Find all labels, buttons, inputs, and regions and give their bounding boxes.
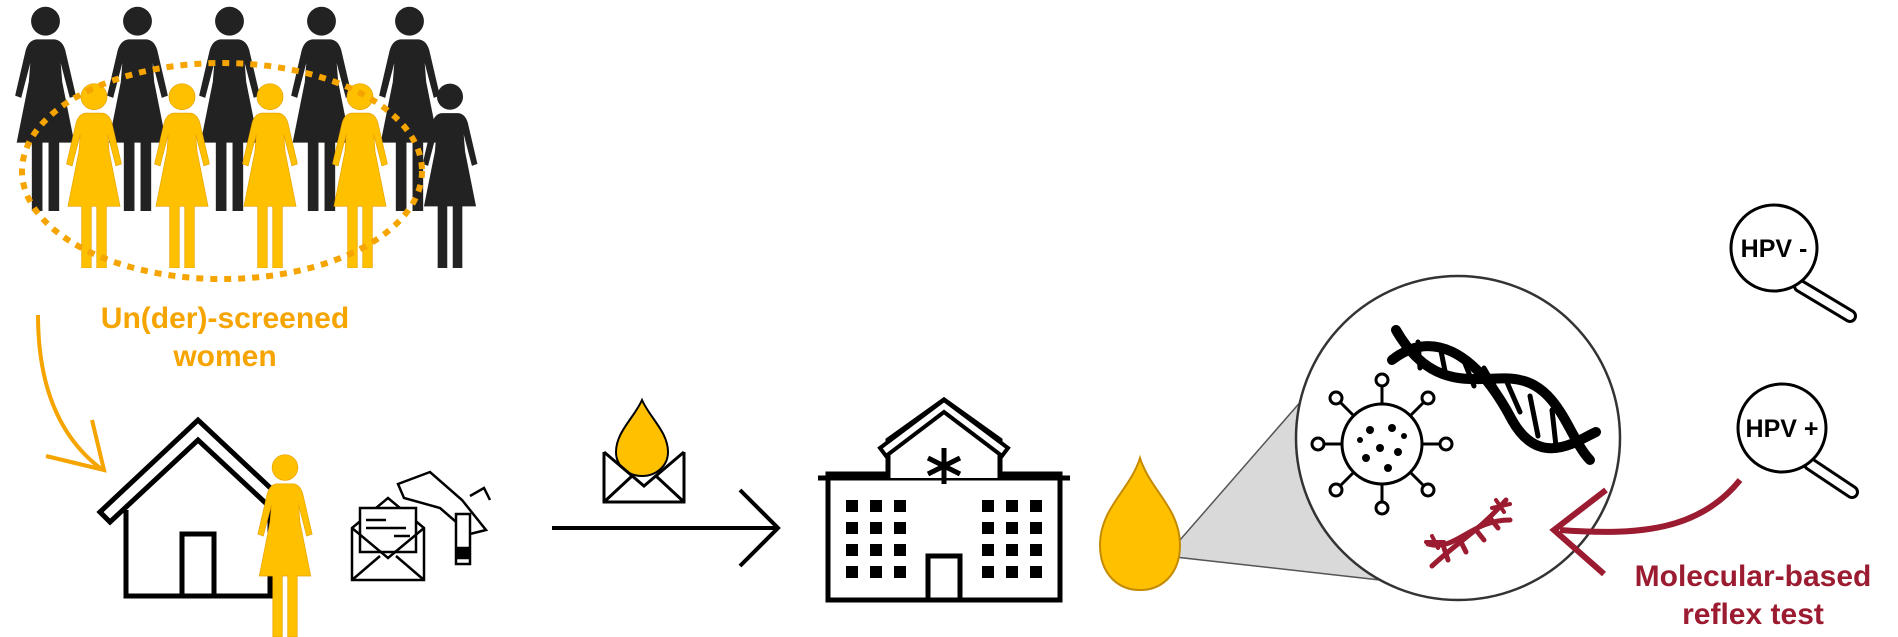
envelope-letter-icon xyxy=(352,498,424,580)
sample-drop-icon xyxy=(616,400,668,476)
underscreened-label: Un(der)-screened women xyxy=(60,300,390,376)
woman-figure-icon xyxy=(67,84,122,268)
woman-figure-icon xyxy=(155,84,210,268)
sample-drop-icon xyxy=(1100,458,1180,590)
mail-sample-icon xyxy=(604,400,684,502)
hospital-icon xyxy=(818,400,1070,600)
underscreened-label-line1: Un(der)-screened xyxy=(60,300,390,338)
reflex-test-label: Molecular-based reflex test xyxy=(1608,558,1898,634)
magnifier-icon: HPV - xyxy=(1731,205,1850,316)
hpv-positive-label: HPV + xyxy=(1746,415,1819,443)
reflex-test-label-line2: reflex test xyxy=(1608,596,1898,634)
underscreened-label-line2: women xyxy=(60,338,390,376)
population-group xyxy=(15,7,477,279)
magnifier-icon: HPV + xyxy=(1738,384,1852,492)
reflex-test-label-line1: Molecular-based xyxy=(1608,558,1898,596)
woman-figure-icon xyxy=(107,7,168,211)
hpv-negative-label: HPV - xyxy=(1741,235,1808,263)
virus-icon xyxy=(1312,374,1452,514)
woman-figure-icon xyxy=(15,7,76,211)
